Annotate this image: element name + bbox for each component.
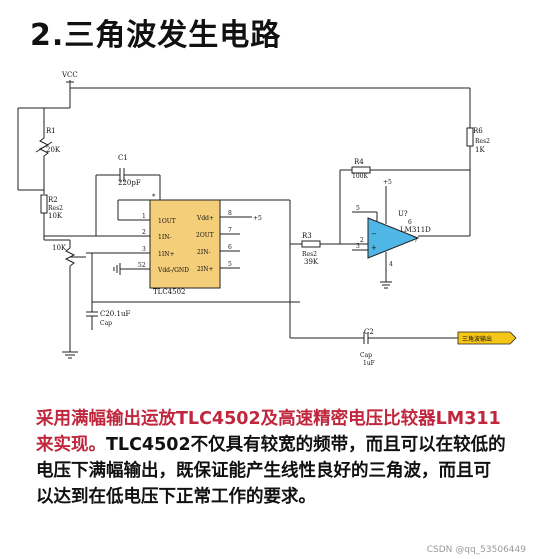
r6-type: Res2 <box>475 138 490 145</box>
pin-2out: 2OUT <box>196 232 214 239</box>
lm311-name: LM311D <box>400 226 431 234</box>
r2-label: R2 <box>48 196 58 204</box>
pin-2in-plus: 2IN+ <box>197 266 213 273</box>
r4-value: 100K <box>352 173 368 180</box>
pin-1in-minus: 1IN- <box>158 234 171 241</box>
chip-name: TLC4502 <box>153 288 186 296</box>
comp-minus-sign: − <box>371 230 377 238</box>
r2-type: Res2 <box>48 205 63 212</box>
tlc4502-chip <box>149 199 221 289</box>
comp-pin7: 7 <box>414 237 418 244</box>
pin6-num: 6 <box>228 244 232 251</box>
output-label: 三角波输出 <box>462 335 492 343</box>
comp-pin2: 2 <box>360 237 364 244</box>
comp-plus-sign: + <box>371 244 377 252</box>
page-title: 2.三角波发生电路 <box>30 18 282 53</box>
c2-value: 1uF <box>363 360 375 367</box>
output-port-tag <box>457 331 517 345</box>
description-body: TLC4502不仅具有较宽的频带，而且可以在较低的电压下满幅输出，既保证能产生线… <box>36 435 506 507</box>
comp-pin6: 6 <box>408 219 412 226</box>
r6-value: 1K <box>475 146 485 154</box>
pin-2in-minus: 2IN- <box>197 249 210 256</box>
pin1-num: 1 <box>142 213 146 220</box>
pin7-num: 7 <box>228 227 232 234</box>
c1-value: 220pF <box>118 179 141 187</box>
watermark: CSDN @qq_53506449 <box>426 545 526 555</box>
r1-wiper <box>35 141 53 153</box>
pin8-num: 8 <box>228 210 232 217</box>
pin-vdd-plus: Vdd+ <box>196 215 214 222</box>
pin2-num: 2 <box>142 229 146 236</box>
pin52-num: 52 <box>138 262 146 269</box>
pin-1out: 1OUT <box>158 218 176 225</box>
c2-cap: Cap <box>360 352 372 359</box>
pot-value: 10K <box>52 244 67 252</box>
c2-label: C2 <box>364 328 374 336</box>
r3-label: R3 <box>302 232 312 240</box>
r3-resistor <box>301 240 321 248</box>
c3-label: C20.1uF <box>100 310 130 318</box>
circuit-schematic: VCC R1 20K R2 Res2 10K 10K <box>17 71 517 367</box>
chip-pin1-marker: * <box>152 193 156 201</box>
pin3-num: 3 <box>142 246 146 253</box>
comp-pin3: 3 <box>356 243 360 250</box>
r2-resistor <box>40 194 48 214</box>
pin5-num: 5 <box>228 261 232 268</box>
c3-cap: Cap <box>100 320 112 327</box>
comp-pin5: 5 <box>356 205 360 212</box>
r1-value: 20K <box>46 146 61 154</box>
r4-label: R4 <box>354 158 364 166</box>
r2-value: 10K <box>48 212 63 220</box>
chip-plus5: +5 <box>253 215 262 222</box>
r1-label: R1 <box>46 127 56 135</box>
pin-1in-plus: 1IN+ <box>158 251 174 258</box>
r3-value: 39K <box>304 258 319 266</box>
description-paragraph: 采用满幅输出运放TLC4502及高速精密电压比较器LM311来实现。TLC450… <box>36 406 506 510</box>
u7-label: U? <box>398 210 408 218</box>
lm311-comparator <box>367 217 420 259</box>
vcc-label: VCC <box>61 71 78 79</box>
comp-plus5: +5 <box>383 179 392 186</box>
r3-type: Res2 <box>302 251 317 258</box>
r6-label: R6 <box>473 127 483 135</box>
pin-vdd-gnd: Vdd-/GND <box>157 267 189 274</box>
description-highlight: 采用满幅输出运放TLC4502及高速精密电压比较器LM311来实现。 <box>36 409 501 455</box>
c1-label: C1 <box>118 154 128 162</box>
comp-pin4: 4 <box>389 261 393 268</box>
